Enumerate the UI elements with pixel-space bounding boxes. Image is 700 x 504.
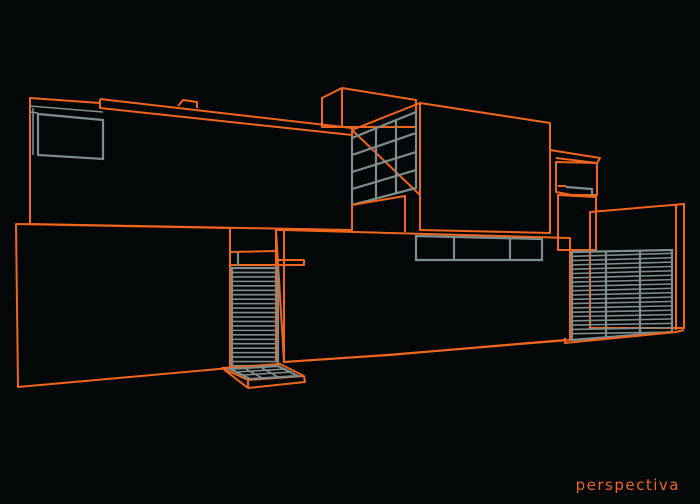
slat xyxy=(572,300,672,305)
slat xyxy=(572,291,672,296)
slat xyxy=(572,270,672,275)
slat xyxy=(572,309,672,313)
slat xyxy=(572,331,672,335)
left-upper-window xyxy=(29,105,105,161)
entrance-door-louvers xyxy=(230,266,280,368)
corner-window-grid xyxy=(350,110,418,232)
slat xyxy=(572,313,672,318)
slat xyxy=(572,274,672,279)
slat xyxy=(572,305,672,309)
garage-shutter xyxy=(564,248,685,344)
front-wall-window xyxy=(414,234,544,262)
slat xyxy=(572,283,672,288)
slat xyxy=(572,326,672,331)
slat xyxy=(572,252,672,258)
slat xyxy=(572,322,672,326)
entrance-canopy xyxy=(229,250,305,266)
caption-perspectiva: perspectiva xyxy=(575,476,680,494)
slat xyxy=(572,296,672,301)
front-wall xyxy=(15,223,571,388)
slat xyxy=(572,287,672,292)
entrance-step xyxy=(221,363,306,389)
slat xyxy=(572,265,672,270)
slat xyxy=(572,318,672,322)
slat xyxy=(572,261,672,266)
right-block xyxy=(549,149,685,330)
slat xyxy=(572,256,672,262)
slat xyxy=(572,278,672,283)
tower-block xyxy=(321,87,551,234)
